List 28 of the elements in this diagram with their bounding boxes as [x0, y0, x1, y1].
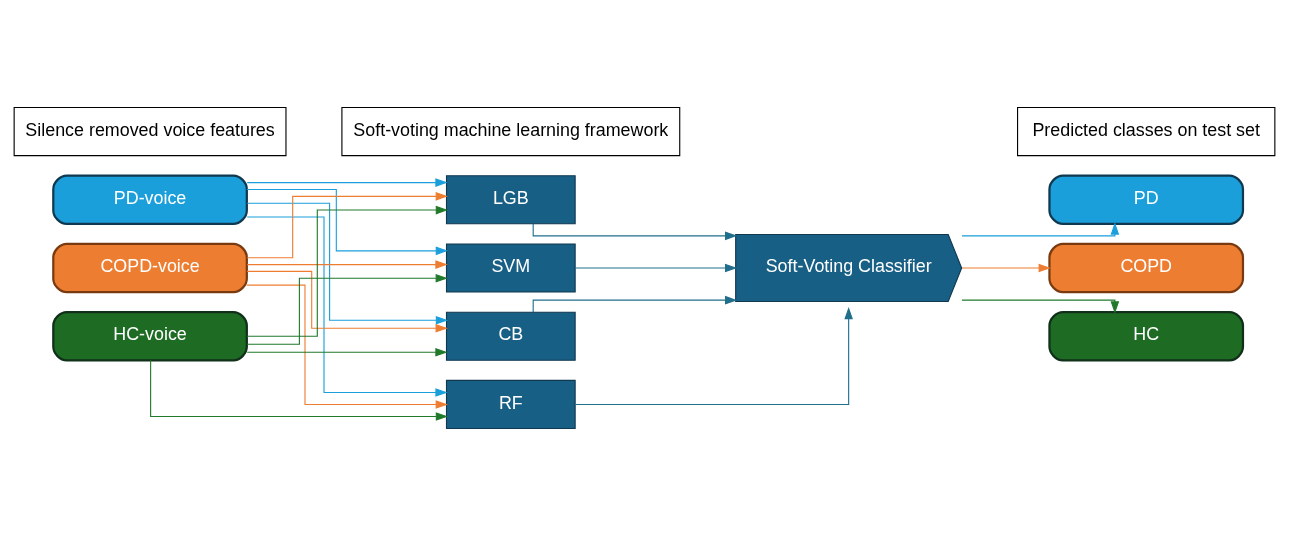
arrow [246, 178, 448, 187]
node-box: Silence removed voice features [13, 106, 287, 157]
arrow [574, 306, 853, 406]
arrow [532, 223, 738, 241]
arrow [246, 274, 448, 345]
node-box: HC [1048, 311, 1245, 362]
arrow [246, 270, 448, 333]
node-box: CB [445, 311, 576, 361]
arrow [961, 299, 1120, 314]
node-box: Soft-voting machine learning framework [341, 106, 681, 157]
arrow [961, 222, 1120, 237]
node-box: PD-voice [52, 174, 248, 225]
node-box: Predicted classes on test set [1017, 106, 1276, 157]
node-box: COPD-voice [52, 242, 248, 294]
node-box: LGB [445, 175, 576, 225]
arrow [246, 284, 448, 409]
node-box: RF [445, 379, 576, 430]
arrow [246, 216, 448, 397]
arrow [574, 263, 738, 273]
arrow [150, 359, 449, 421]
node-box: SVM [445, 243, 576, 293]
arrow [961, 263, 1051, 273]
arrow [246, 347, 448, 357]
arrow [246, 260, 448, 269]
node-box: PD [1048, 174, 1245, 225]
node-box: HC-voice [52, 311, 248, 362]
arrow [532, 295, 738, 313]
node-box: COPD [1048, 242, 1245, 294]
